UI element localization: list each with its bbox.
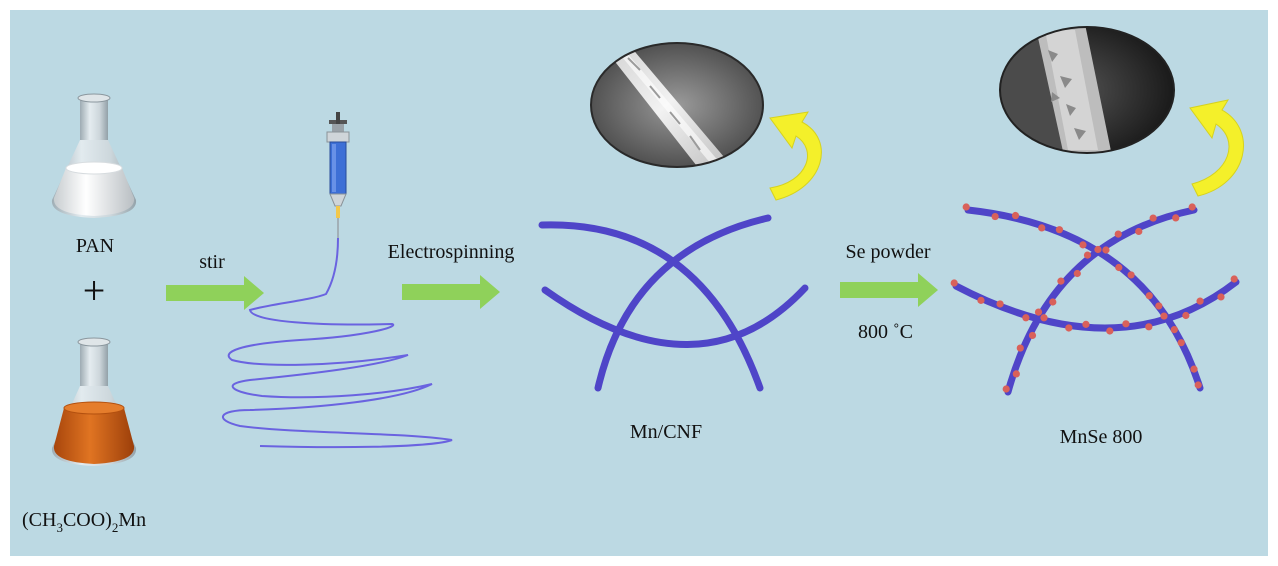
selenide-particle bbox=[1106, 327, 1114, 335]
mnse-fibers bbox=[952, 206, 1240, 396]
mn-cnf-sem-image bbox=[590, 42, 764, 168]
selenide-particle bbox=[1160, 312, 1168, 320]
se-powder-label: Se powder bbox=[846, 241, 931, 263]
selenide-particle bbox=[950, 279, 958, 287]
electrospinning-jet-spiral bbox=[221, 237, 453, 449]
selenide-particle bbox=[1102, 246, 1110, 254]
plus-sign: + bbox=[83, 268, 106, 313]
selenide-particle bbox=[1190, 365, 1198, 373]
selenide-particle bbox=[1022, 314, 1030, 322]
selenide-particle bbox=[1188, 203, 1196, 211]
selenide-particle bbox=[1196, 297, 1204, 305]
selenide-particle bbox=[1034, 308, 1043, 316]
selenide-particle bbox=[1135, 227, 1143, 236]
selenide-particle bbox=[996, 300, 1004, 308]
selenide-particle bbox=[1145, 323, 1153, 331]
selenide-particle bbox=[1057, 277, 1065, 285]
mn-cnf-fibers bbox=[538, 214, 809, 392]
mnse-zoom-arrow bbox=[1189, 99, 1244, 197]
selenide-particle bbox=[1028, 331, 1037, 340]
selenide-particle bbox=[1049, 298, 1057, 306]
selenide-particle bbox=[991, 212, 999, 221]
selenide-particle bbox=[1115, 263, 1123, 272]
mn-cnf-zoom-arrow bbox=[769, 111, 822, 201]
selenide-particle bbox=[1177, 339, 1185, 347]
selenide-particle bbox=[1016, 344, 1024, 352]
selenide-particle bbox=[1122, 320, 1130, 328]
selenide-particle bbox=[1094, 245, 1102, 254]
electrospinning-label: Electrospinning bbox=[388, 241, 515, 263]
selenide-particle bbox=[1002, 385, 1010, 393]
selenide-particle bbox=[1038, 224, 1046, 232]
selenide-particle bbox=[962, 203, 970, 211]
acetate-label: (CH3COO)2Mn bbox=[22, 509, 146, 535]
acetate-flask-icon bbox=[51, 337, 137, 466]
mnse-label: MnSe 800 bbox=[1060, 426, 1143, 448]
mnse-sem-image bbox=[999, 26, 1175, 154]
selenide-particle bbox=[1073, 269, 1081, 278]
selenide-particle bbox=[1040, 314, 1048, 322]
selenide-particle bbox=[1114, 230, 1122, 238]
selenide-particle bbox=[1217, 293, 1225, 301]
stir-arrow bbox=[166, 276, 264, 310]
selenide-particle bbox=[1194, 381, 1202, 389]
selenide-particle bbox=[1012, 370, 1020, 378]
stir-label: stir bbox=[199, 251, 225, 273]
selenide-particle bbox=[1011, 211, 1020, 220]
selenide-particle bbox=[1145, 292, 1153, 300]
syringe-icon bbox=[326, 112, 350, 238]
selenide-particle bbox=[1155, 302, 1163, 310]
selenide-particle bbox=[1083, 251, 1092, 259]
electrospinning-arrow bbox=[402, 275, 500, 309]
temperature-label: 800 ˚C bbox=[858, 321, 913, 343]
pan-label: PAN bbox=[76, 235, 114, 257]
selenide-particle bbox=[1230, 275, 1238, 283]
selenide-particle bbox=[1127, 271, 1135, 279]
selenide-particle bbox=[1149, 214, 1157, 222]
selenide-particle bbox=[977, 296, 985, 304]
mn-cnf-label: Mn/CNF bbox=[630, 421, 702, 443]
selenide-particle bbox=[1172, 214, 1180, 222]
selenide-particle bbox=[1065, 324, 1073, 332]
selenide-particle bbox=[1082, 320, 1090, 328]
selenide-particle bbox=[1182, 311, 1190, 320]
pan-flask-icon bbox=[51, 93, 137, 218]
selenide-particle bbox=[1170, 326, 1178, 334]
selenide-particle bbox=[1055, 226, 1064, 234]
selenide-particle bbox=[1079, 241, 1087, 249]
selenide-particles bbox=[950, 203, 1238, 393]
se-powder-arrow bbox=[840, 273, 938, 307]
